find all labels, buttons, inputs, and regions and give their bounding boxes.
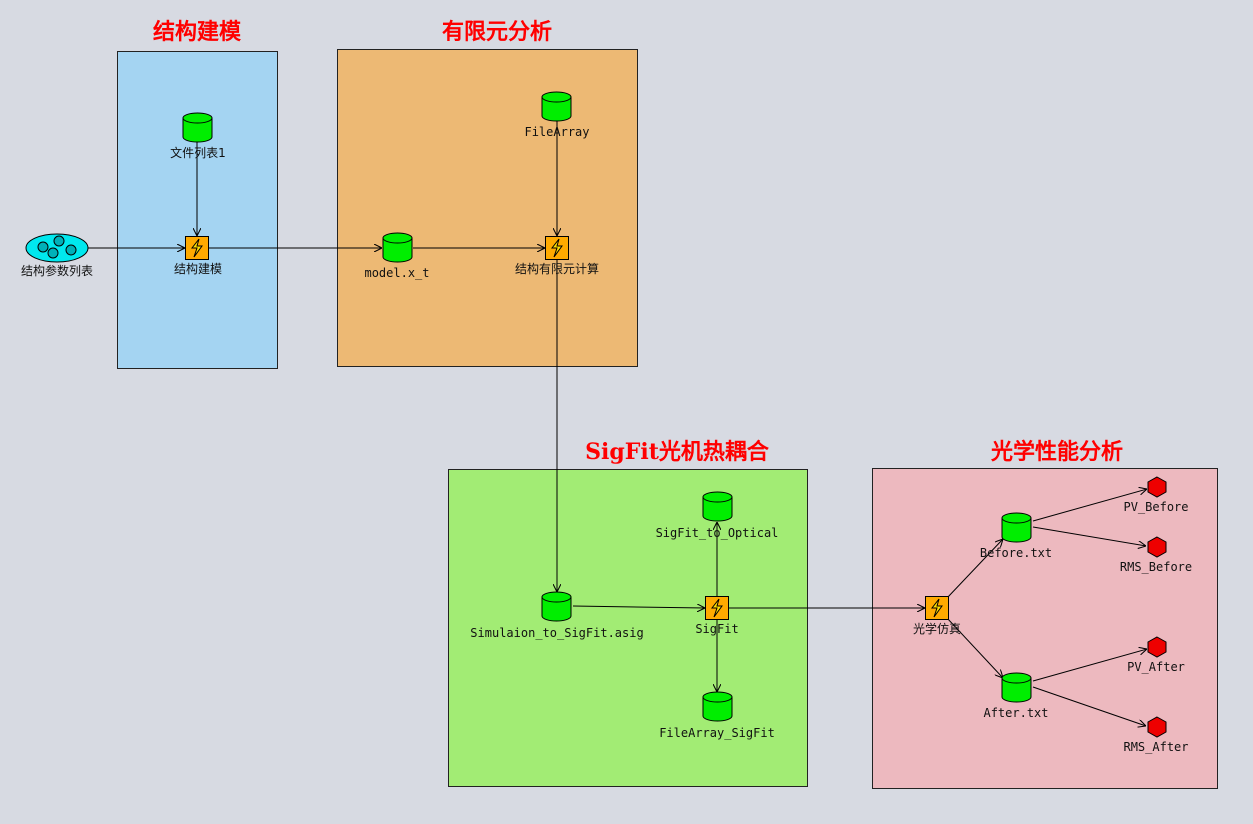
node-label-rms-after: RMS_After [1123, 740, 1189, 754]
node-label-before-txt: Before.txt [979, 546, 1053, 560]
lightning-task-icon[interactable] [705, 596, 729, 620]
database-icon[interactable] [701, 691, 735, 723]
edge-after-to-pvafter [1032, 649, 1147, 682]
node-label-rms-before: RMS_Before [1119, 560, 1193, 574]
database-icon[interactable] [181, 112, 215, 144]
node-label-sigfit-optical: SigFit_to_Optical [655, 526, 779, 540]
edge-opticalsim-to-after [946, 617, 1003, 678]
lightning-task-icon[interactable] [925, 596, 949, 620]
dataset-ellipse-icon[interactable] [25, 232, 91, 264]
edge-before-to-pvbefore [1032, 489, 1147, 522]
database-icon[interactable] [381, 232, 415, 264]
edge-after-to-rmsafter [1032, 686, 1146, 726]
database-icon[interactable] [540, 591, 574, 623]
database-icon[interactable] [701, 491, 735, 523]
lightning-task-icon[interactable] [545, 236, 569, 260]
group-fea-title: 有限元分析 [441, 19, 553, 45]
node-label-after-txt: After.txt [983, 706, 1049, 720]
hexagon-output-icon[interactable] [1146, 476, 1168, 498]
node-label-optical-task: 光学仿真 [912, 622, 962, 636]
group-optical-title: 光学性能分析 [990, 439, 1124, 465]
edge-opticalsim-to-before [946, 539, 1003, 599]
database-icon[interactable] [1000, 672, 1034, 704]
group-sigfit [448, 469, 808, 787]
node-label-fea-task: 结构有限元计算 [514, 262, 600, 276]
database-icon[interactable] [1000, 512, 1034, 544]
node-label-model-xt: model.x_t [364, 266, 430, 280]
node-label-pv-before: PV_Before [1123, 500, 1189, 514]
edge-asig-to-sigfit [572, 606, 705, 608]
node-label-file-array-sigfit: FileArray_SigFit [659, 726, 775, 740]
node-label-pv-after: PV_After [1127, 660, 1185, 674]
node-label-sigfit-task: SigFit [695, 622, 739, 636]
node-label-file-array: FileArray [524, 125, 590, 139]
node-label-file-list: 文件列表1 [170, 146, 226, 160]
lightning-task-icon[interactable] [185, 236, 209, 260]
hexagon-output-icon[interactable] [1146, 716, 1168, 738]
database-icon[interactable] [540, 91, 574, 123]
node-label-modeling-task: 结构建模 [173, 262, 223, 276]
node-label-sim-asig: Simulaion_to_SigFit.asig [470, 626, 644, 640]
group-sigfit-title: SigFit光机热耦合 [585, 439, 769, 465]
group-modeling-title: 结构建模 [152, 19, 242, 45]
hexagon-output-icon[interactable] [1146, 636, 1168, 658]
hexagon-output-icon[interactable] [1146, 536, 1168, 558]
node-label-param-list: 结构参数列表 [20, 264, 94, 278]
edge-before-to-rmsbefore [1032, 526, 1146, 546]
group-fea [337, 49, 638, 367]
